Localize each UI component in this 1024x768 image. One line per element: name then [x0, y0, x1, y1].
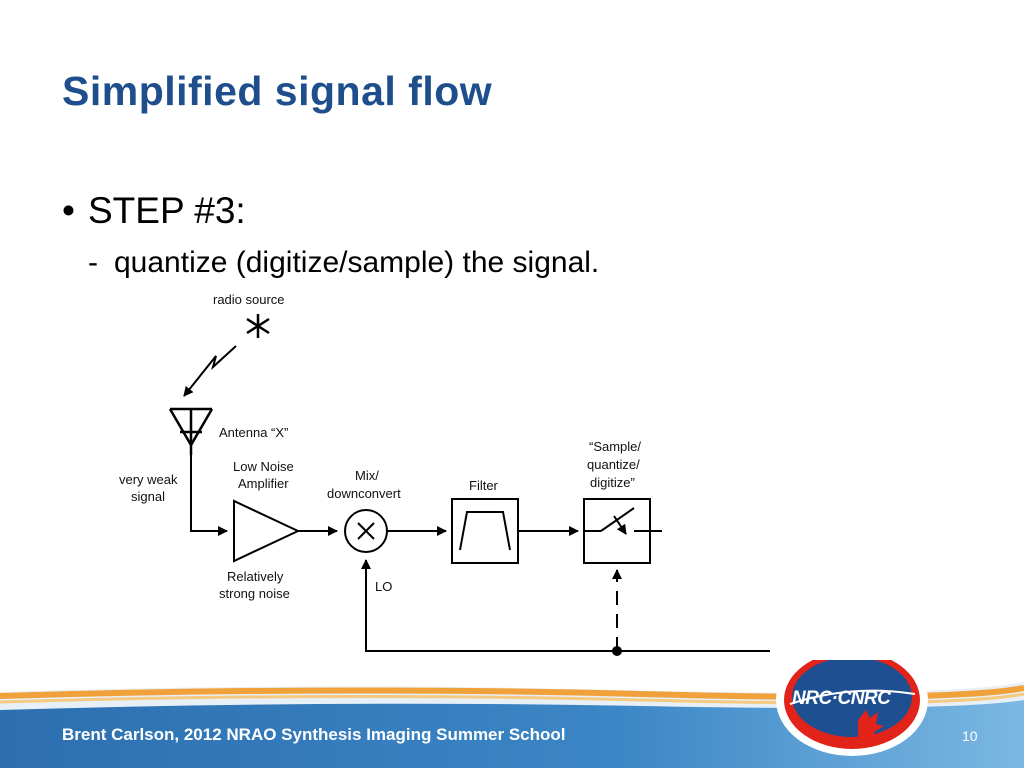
- bullet-text: STEP #3:: [88, 190, 246, 231]
- nrc-logo: [776, 660, 928, 756]
- sample-label-3: digitize”: [590, 475, 635, 490]
- noise-label-2: strong noise: [219, 586, 290, 601]
- radio-source-label: radio source: [213, 292, 285, 307]
- sub-bullet: -quantize (digitize/sample) the signal.: [88, 246, 599, 280]
- amplifier-icon: [233, 499, 301, 563]
- bandpass-icon: [459, 511, 511, 551]
- footer-band: [0, 660, 1024, 768]
- mix-label-1: Mix/: [355, 468, 379, 483]
- logo-text: NRC·CNRC: [792, 688, 891, 709]
- sub-bullet-text: quantize (digitize/sample) the signal.: [114, 246, 600, 279]
- junction-dot: [612, 646, 622, 656]
- sample-label-2: quantize/: [587, 457, 640, 472]
- filter-label: Filter: [469, 478, 499, 493]
- footer-credit: Brent Carlson, 2012 NRAO Synthesis Imagi…: [62, 725, 566, 744]
- slide-title: Simplified signal flow: [62, 68, 493, 114]
- bullet-marker: •: [62, 190, 75, 231]
- noise-label-1: Relatively: [227, 569, 284, 584]
- weak-signal-label-1: very weak: [119, 472, 178, 487]
- sampler-switch-icon: [584, 507, 650, 535]
- lo-line: [361, 559, 770, 652]
- bullet-step: • STEP #3:: [62, 190, 246, 232]
- page-number: 10: [962, 728, 978, 744]
- weak-signal-label-2: signal: [131, 489, 165, 504]
- lna-label-2: Amplifier: [238, 476, 289, 491]
- antenna-icon: [168, 407, 214, 455]
- antenna-label: Antenna “X”: [219, 425, 288, 440]
- mixer-icon: [344, 509, 388, 553]
- radio-wave-arrow-icon: [183, 345, 237, 397]
- dash-marker: -: [88, 246, 98, 279]
- filter-box: [451, 498, 519, 564]
- antenna-to-lna-line: [190, 455, 228, 536]
- lo-label: LO: [375, 579, 392, 594]
- radio-source-star-icon: [246, 314, 270, 338]
- sample-label-1: “Sample/: [589, 439, 641, 454]
- mix-label-2: downconvert: [327, 486, 401, 501]
- lna-label-1: Low Noise: [233, 459, 294, 474]
